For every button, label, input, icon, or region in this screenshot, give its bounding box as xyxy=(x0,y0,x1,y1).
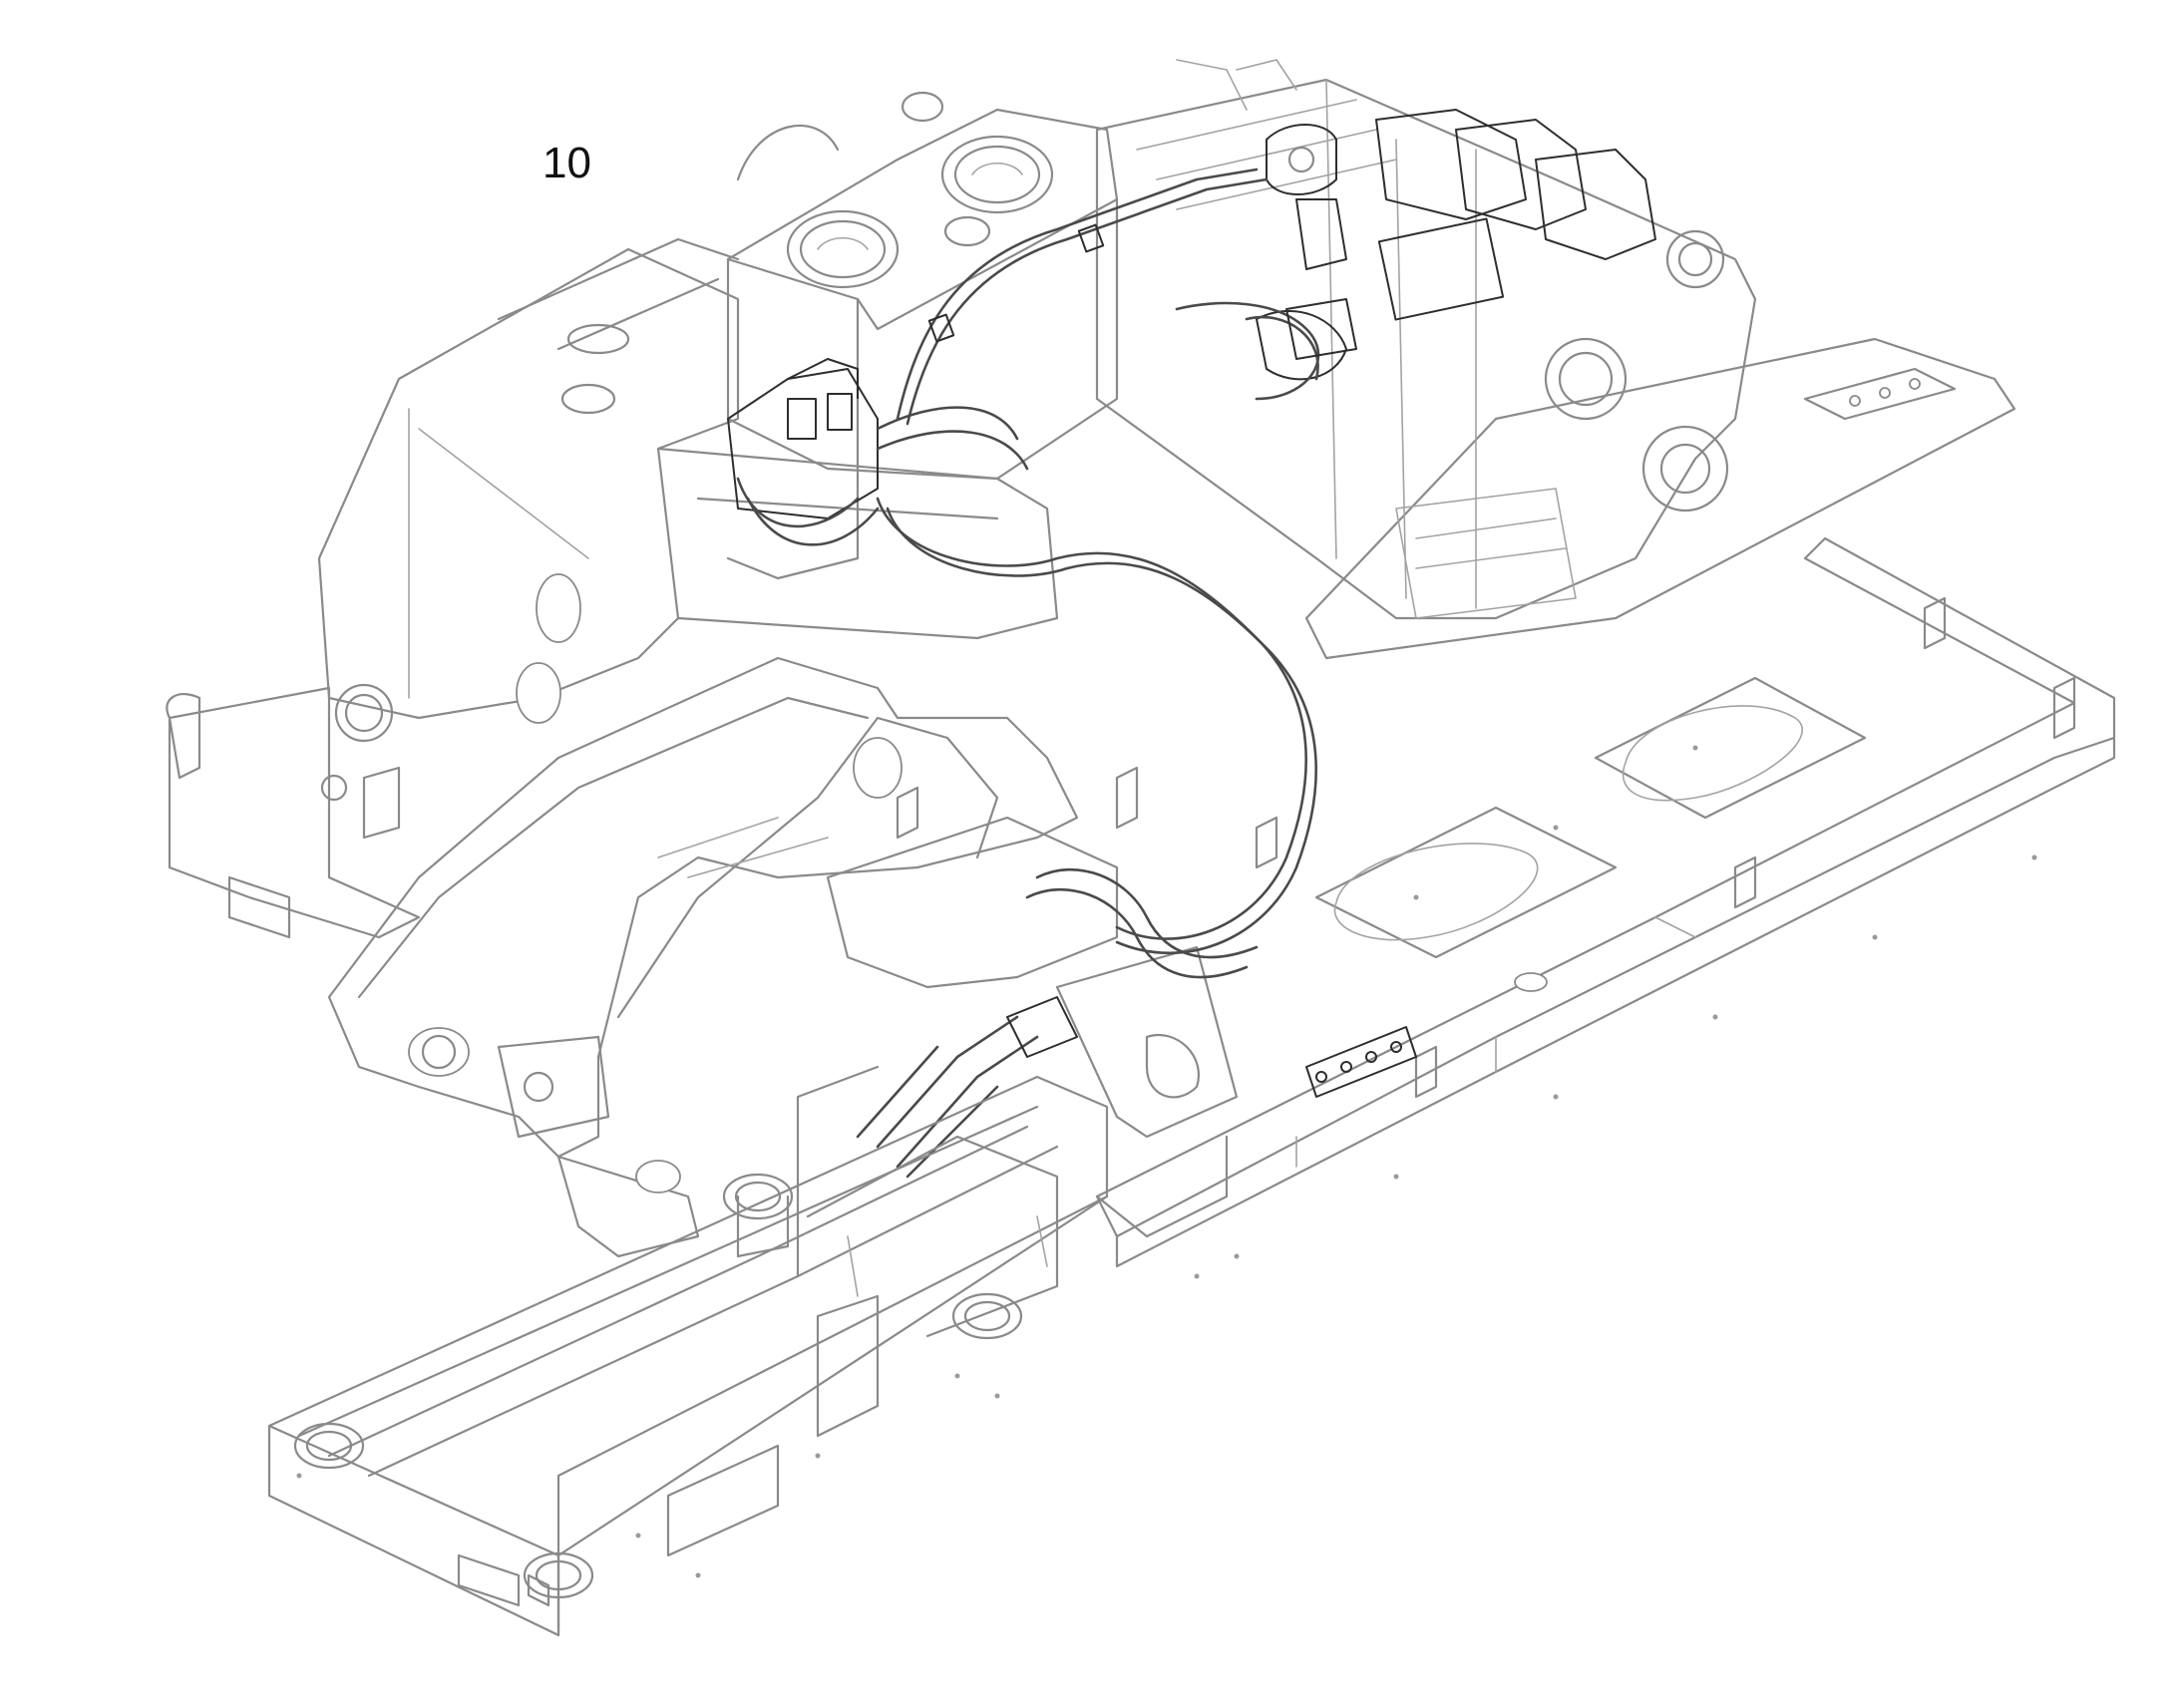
upper-frame-body xyxy=(317,237,1059,743)
rivet-dots xyxy=(296,745,2037,1578)
engine-deck xyxy=(1304,337,2016,660)
callout-label-10: 10 xyxy=(543,139,591,187)
engine-block xyxy=(1095,59,1757,620)
valve-block-and-hoses xyxy=(727,168,1357,979)
left-lower-frame xyxy=(166,686,421,939)
swing-yoke xyxy=(327,656,1278,1258)
front-box-frame xyxy=(267,1065,1229,1637)
main-chassis-beam xyxy=(1095,536,2116,1268)
hydraulic-tank xyxy=(726,91,1119,580)
